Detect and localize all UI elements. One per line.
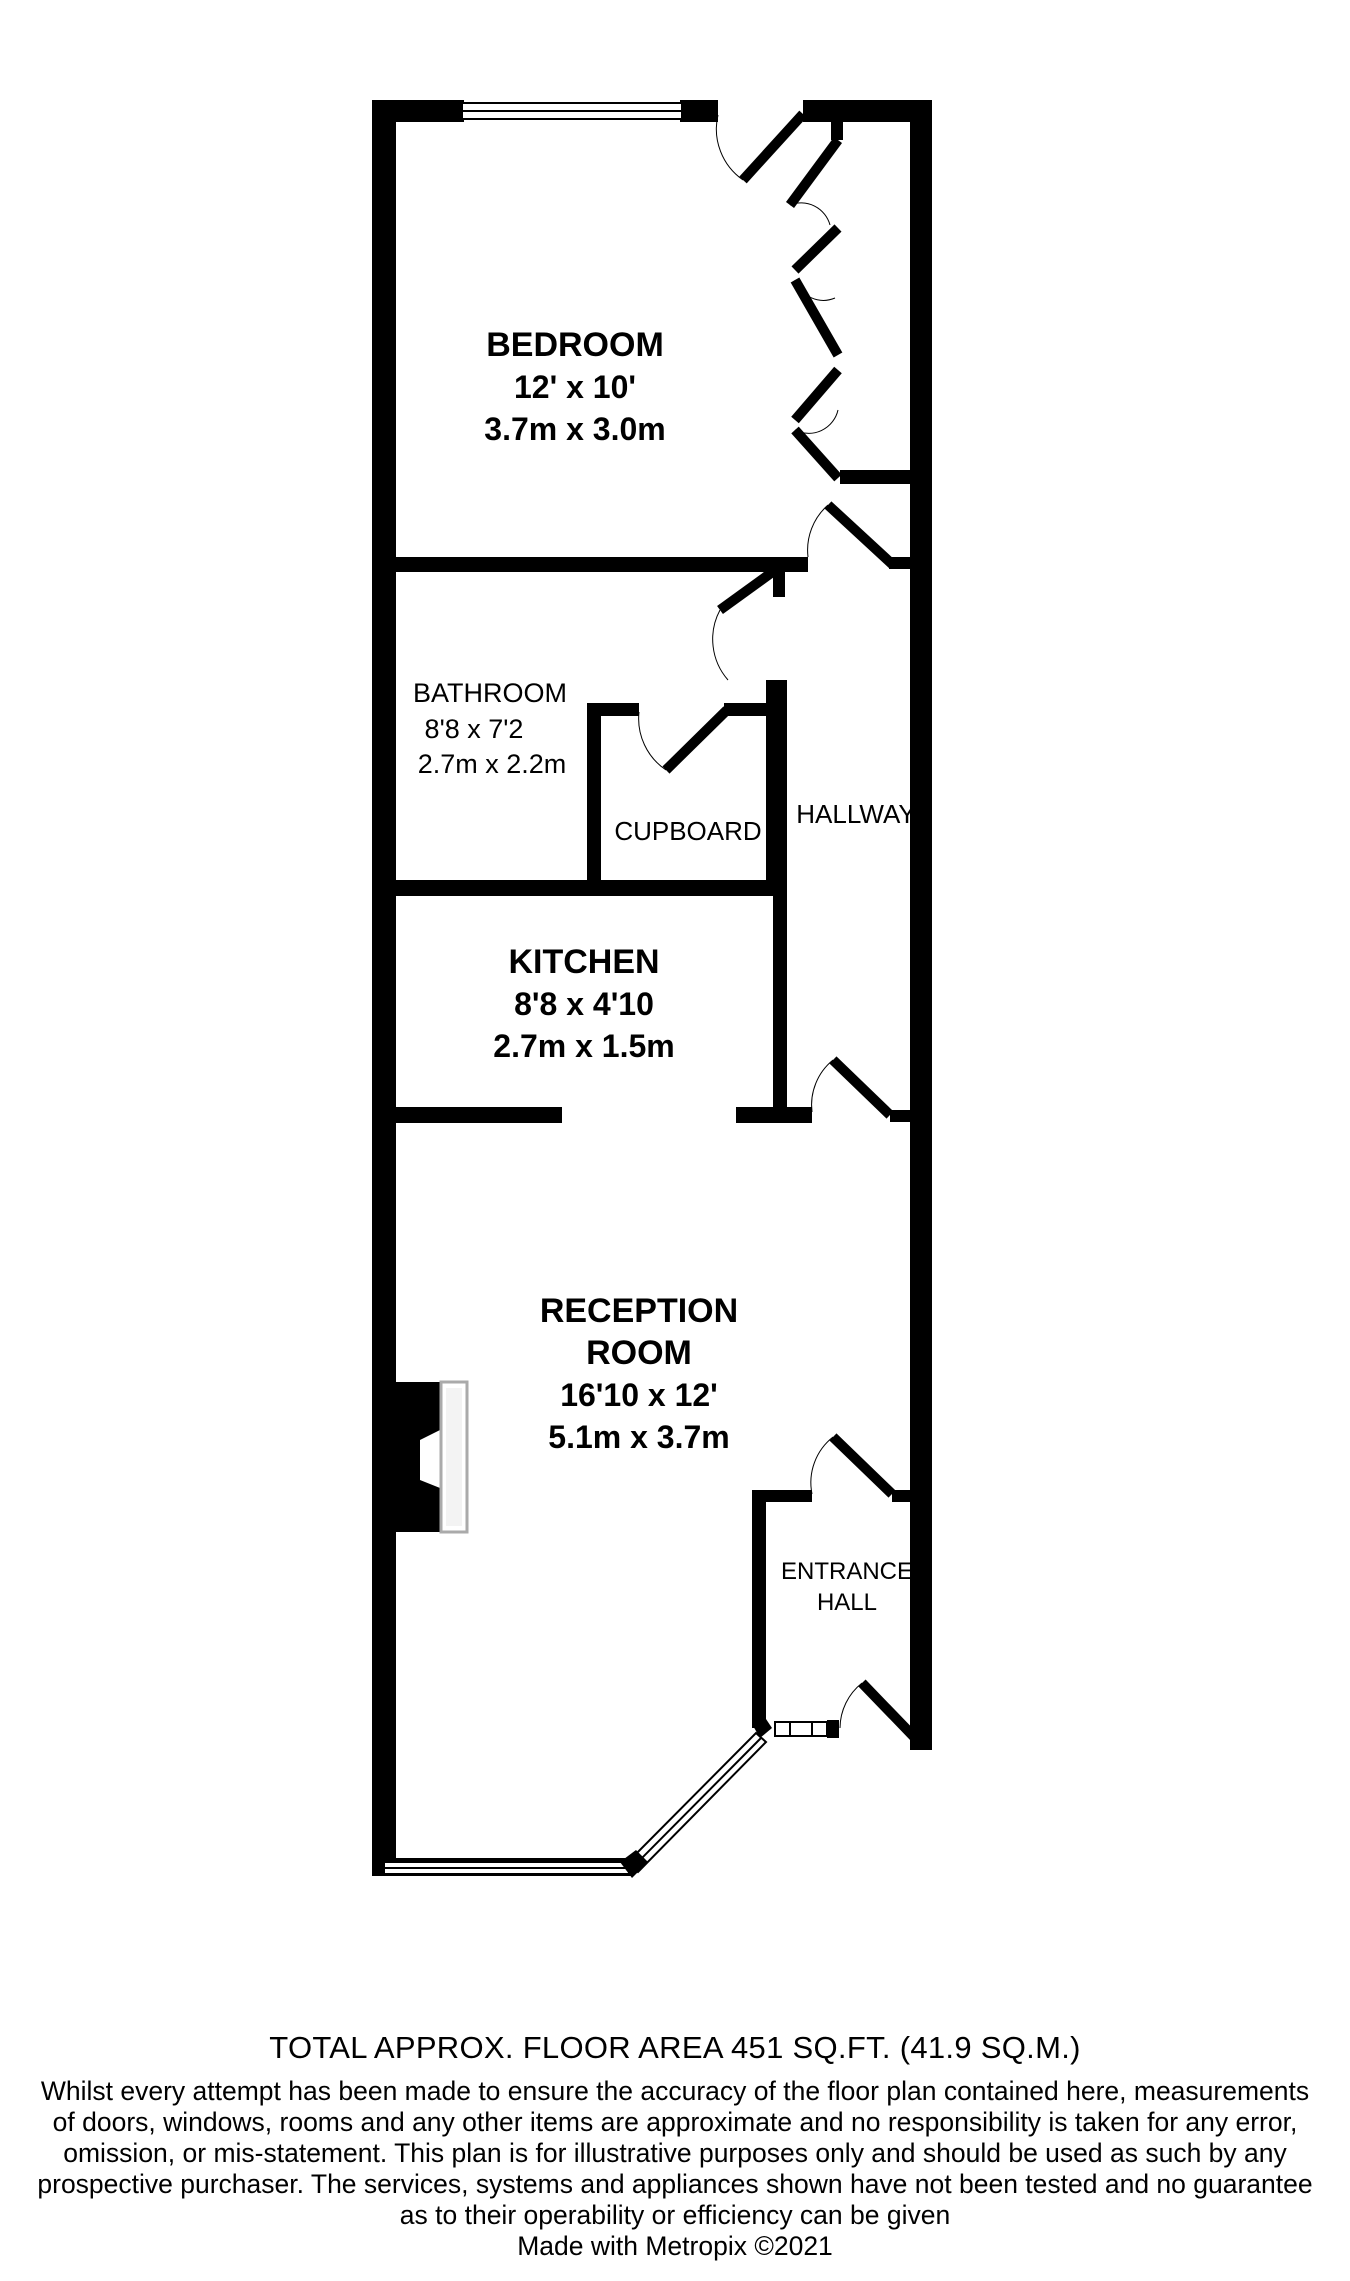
hallway-name: HALLWAY	[796, 799, 915, 829]
entrance-name-line1: ENTRANCE	[781, 1558, 913, 1585]
reception-name-line1: RECEPTION	[540, 1292, 738, 1330]
reception-imperial: 16'10 x 12'	[560, 1377, 718, 1413]
disclaimer-line: of doors, windows, rooms and any other i…	[52, 2107, 1298, 2137]
windows	[383, 102, 828, 1875]
floor-plan: BEDROOM 12' x 10' 3.7m x 3.0m BATHROOM 8…	[372, 100, 932, 1878]
kitchen-imperial: 8'8 x 4'10	[514, 986, 654, 1022]
bedroom-metric: 3.7m x 3.0m	[484, 411, 665, 447]
bedroom-imperial: 12' x 10'	[514, 369, 636, 405]
disclaimer-line: omission, or mis-statement. This plan is…	[63, 2138, 1287, 2168]
disclaimer-line: as to their operability or efficiency ca…	[399, 2200, 951, 2230]
disclaimer-line: Whilst every attempt has been made to en…	[40, 2076, 1310, 2106]
fireplace	[396, 1380, 469, 1534]
disclaimer-line: prospective purchaser. The services, sys…	[37, 2169, 1313, 2199]
bedroom-name: BEDROOM	[486, 326, 664, 364]
cupboard-name: CUPBOARD	[614, 816, 761, 846]
total-floor-area: TOTAL APPROX. FLOOR AREA 451 SQ.FT. (41.…	[269, 2030, 1081, 2065]
bathroom-imperial: 8'8 x 7'2	[425, 714, 524, 744]
doors	[638, 110, 921, 1744]
window-corners	[620, 1716, 839, 1878]
reception-name-line2: ROOM	[586, 1334, 692, 1372]
kitchen-name: KITCHEN	[508, 943, 659, 981]
reception-metric: 5.1m x 3.7m	[548, 1419, 729, 1455]
entrance-name-line2: HALL	[817, 1589, 877, 1616]
credit-line: Made with Metropix ©2021	[517, 2231, 833, 2261]
bathroom-name: BATHROOM	[413, 678, 567, 708]
footer: TOTAL APPROX. FLOOR AREA 451 SQ.FT. (41.…	[0, 2030, 1350, 2262]
bathroom-metric: 2.7m x 2.2m	[418, 749, 567, 779]
kitchen-metric: 2.7m x 1.5m	[493, 1028, 674, 1064]
